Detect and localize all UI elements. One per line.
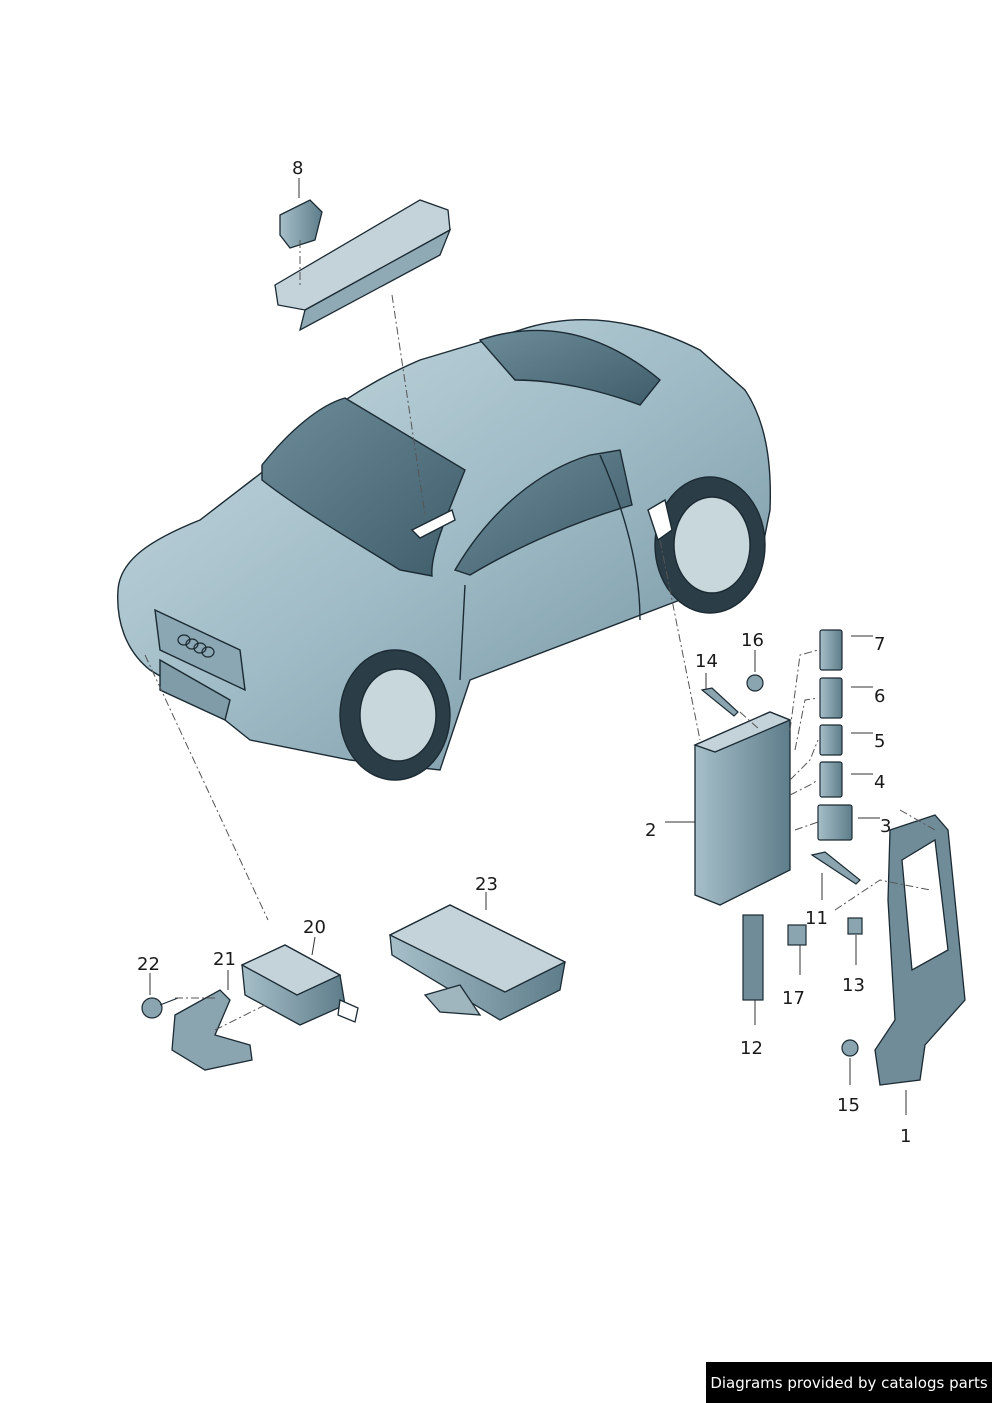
- callout-4: 4: [874, 772, 886, 793]
- part-8-switch-tray: [274, 199, 452, 332]
- front-bumper: [159, 658, 231, 721]
- callout-21: 21: [213, 949, 236, 970]
- audi-rings: [177, 634, 215, 658]
- callout-23: 23: [475, 874, 498, 895]
- callout-11: 11: [805, 908, 828, 929]
- part-1-bracket: [874, 814, 966, 1086]
- fender-panel: [647, 498, 673, 542]
- callout-6: 6: [874, 686, 886, 707]
- callout-5: 5: [874, 731, 886, 752]
- callout-12: 12: [740, 1038, 763, 1059]
- callout-16: 16: [741, 630, 764, 651]
- callout-7: 7: [874, 634, 886, 655]
- part-20-sensor: [240, 944, 359, 1026]
- leader-lines: [149, 178, 907, 1115]
- part-17-clip: [787, 924, 807, 946]
- callout-22: 22: [137, 954, 160, 975]
- callout-2: 2: [645, 820, 657, 841]
- callout-1: 1: [900, 1126, 912, 1147]
- roof-glass: [478, 329, 661, 406]
- car-body: [117, 318, 772, 771]
- callout-14: 14: [695, 651, 718, 672]
- callout-20: 20: [303, 917, 326, 938]
- part-12-strip: [742, 914, 764, 1001]
- part-22-screw: [141, 997, 179, 1019]
- part-14-screw: [700, 687, 739, 717]
- part-15-nut: [841, 1039, 859, 1057]
- part-11-screw: [810, 851, 861, 885]
- part-16-nut: [746, 674, 764, 692]
- attribution-banner: Diagrams provided by catalogs parts: [706, 1362, 992, 1403]
- part-21-bracket: [171, 989, 253, 1071]
- small-fasteners: [700, 674, 863, 1057]
- grille: [154, 608, 246, 692]
- connectors-3-7: [817, 629, 853, 841]
- part-13-nut: [847, 917, 863, 935]
- car-illustration: [117, 318, 772, 781]
- part-2-control-module: [693, 711, 792, 906]
- callout-17: 17: [782, 988, 805, 1009]
- callout-8: 8: [292, 158, 304, 179]
- dash-dot-guides: [144, 240, 936, 1031]
- callout-13: 13: [842, 975, 865, 996]
- part-23-switch-panel: [388, 904, 567, 1021]
- callout-15: 15: [837, 1095, 860, 1116]
- callout-3: 3: [880, 816, 892, 837]
- door-line: [459, 454, 641, 681]
- cabin-switch-highlight: [410, 509, 456, 539]
- side-window: [453, 449, 633, 576]
